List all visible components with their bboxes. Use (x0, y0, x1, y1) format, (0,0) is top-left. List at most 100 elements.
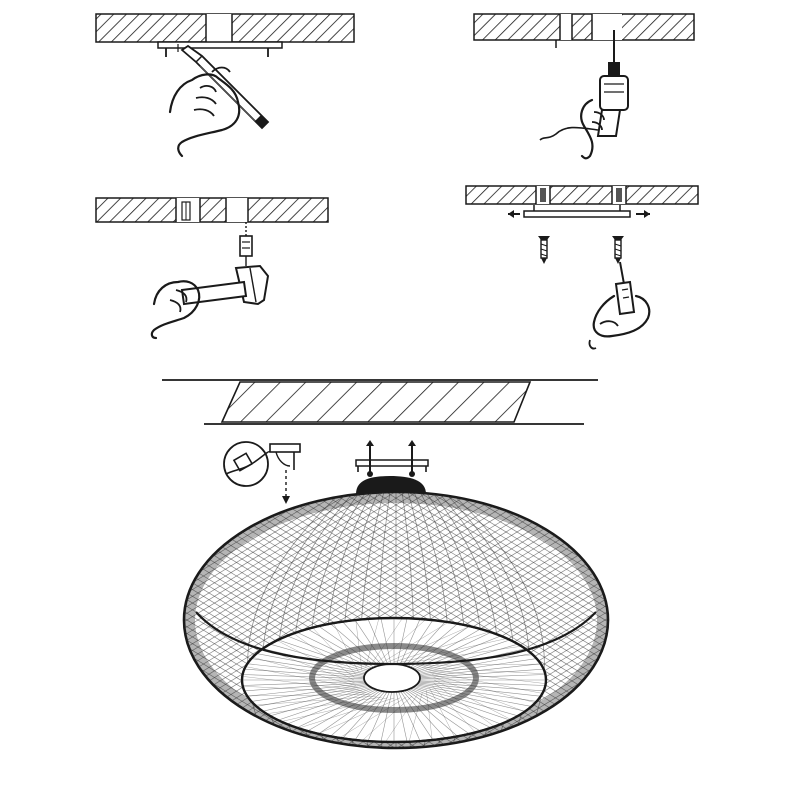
mesh-strand (242, 680, 369, 687)
mesh-strand (321, 690, 384, 742)
mounting-bracket (157, 41, 283, 57)
mesh-strand (309, 623, 357, 675)
mesh-strand (419, 673, 546, 680)
mesh-strand (402, 691, 453, 742)
mesh-strand (273, 697, 388, 724)
ceiling-section (95, 197, 329, 223)
mesh-strand (273, 630, 376, 672)
terminal-connector (223, 441, 301, 504)
mesh-strand (419, 661, 546, 678)
mesh-strand (242, 661, 369, 678)
mesh-strand (184, 492, 547, 748)
mesh-strand (575, 492, 608, 748)
mesh-strand (387, 623, 477, 663)
mesh-strand (254, 639, 373, 674)
mesh-strand (418, 655, 546, 677)
mesh-strand (308, 690, 382, 741)
mesh-strand (201, 492, 608, 748)
mesh-strand (416, 685, 542, 716)
mesh-strand (242, 683, 370, 705)
mesh-strand (364, 691, 390, 742)
mesh-strand (184, 492, 580, 748)
mesh-strand (406, 690, 480, 741)
mesh-strand (311, 697, 401, 737)
mesh-strand (404, 690, 467, 742)
mesh-strand (398, 691, 424, 742)
mesh-strand (412, 630, 515, 672)
hand-icon (580, 98, 605, 160)
mesh-strand (433, 682, 500, 731)
mesh-strand (184, 492, 525, 748)
mesh-strand (375, 618, 431, 665)
ceiling-section (95, 13, 355, 43)
mesh-strand (417, 663, 546, 666)
mesh-strand (415, 639, 534, 674)
mesh-strand (263, 634, 375, 673)
mesh-strand (184, 492, 382, 748)
mesh-strand (184, 492, 371, 748)
mesh-strand (349, 618, 388, 669)
mesh-strand (417, 650, 546, 676)
mesh-strand (246, 695, 376, 707)
mesh-strand (254, 686, 373, 721)
mesh-strand (296, 622, 380, 671)
step-2-drill-holes (473, 13, 695, 160)
mesh-strand (242, 681, 369, 693)
mesh-strand (335, 691, 386, 742)
mounting-bracket (355, 440, 429, 477)
screw-icon (612, 236, 624, 264)
mesh-strand (426, 690, 433, 742)
ceiling-section (162, 379, 598, 425)
hand-icon (168, 66, 241, 158)
hand-icon (150, 280, 201, 340)
pendant-shade (182, 490, 610, 750)
mesh-strand (406, 644, 530, 664)
ceiling-section (465, 185, 699, 205)
mesh-strand (417, 684, 546, 710)
mesh-strand (398, 618, 424, 669)
mesh-strand (366, 492, 608, 748)
mesh-strand (419, 667, 546, 679)
mesh-strand (400, 618, 439, 669)
mesh-strand (378, 691, 393, 742)
hammer-icon (180, 264, 270, 306)
mesh-strand (184, 492, 514, 748)
pencil-icon (180, 44, 270, 130)
mesh-strand (408, 622, 492, 671)
mesh-strand (291, 697, 395, 731)
mesh-strand (364, 618, 390, 669)
mesh-strand (408, 689, 492, 738)
mesh-strand (242, 682, 369, 699)
mesh-strand (242, 675, 362, 691)
mounting-bracket (508, 205, 650, 218)
mesh-strand (395, 691, 410, 742)
step-1-mark-holes (95, 13, 355, 158)
mesh-strand (242, 664, 359, 689)
mesh-strand (357, 695, 413, 742)
mesh-strand (184, 492, 437, 748)
mesh-strand (296, 689, 380, 738)
mesh-strand (419, 680, 546, 687)
mesh-strand (184, 492, 426, 748)
mesh-strand (449, 492, 545, 748)
mesh-strand (349, 691, 388, 742)
mesh-strand (370, 618, 406, 666)
mesh-strand (413, 687, 525, 726)
mesh-strand (355, 492, 608, 748)
wall-plug (239, 222, 253, 266)
mesh-strand (419, 681, 546, 693)
mesh-strand (399, 492, 608, 748)
mesh-strand (184, 492, 415, 748)
mesh-strand (184, 492, 503, 748)
mesh-strand (333, 696, 407, 742)
mesh-strand (242, 667, 369, 679)
mesh-strand (284, 688, 378, 734)
mesh-strand (242, 650, 371, 676)
mesh-strand (415, 686, 534, 721)
mesh-strand (184, 492, 459, 748)
mesh-strand (184, 492, 393, 748)
mesh-strand (184, 492, 448, 748)
mesh-strand (413, 634, 525, 673)
mesh-strand (242, 673, 369, 680)
